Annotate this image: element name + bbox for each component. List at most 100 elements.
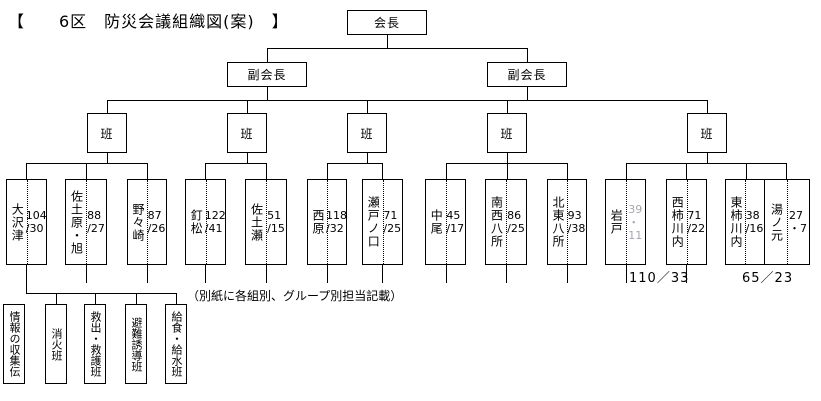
team-name-text: 北東八所: [550, 196, 565, 248]
dotted-divider: [445, 180, 447, 264]
dotted-divider: [686, 180, 688, 264]
connector-line: [26, 163, 27, 179]
connector-line: [267, 87, 268, 100]
team-name-text: 大沢津: [10, 202, 25, 242]
team-name-text: 佐土瀬: [249, 202, 264, 242]
connector-line: [26, 163, 148, 164]
group-box-3: 班: [347, 113, 387, 153]
connector-line: [506, 265, 507, 283]
connector-line: [136, 293, 137, 304]
duty-box-food-water: 給食・給水班: [165, 304, 187, 384]
connector-line: [327, 163, 328, 179]
group-box-2: 班: [227, 113, 267, 153]
team-name: 湯ノ元: [765, 180, 787, 264]
team-box-setonokuchi: 瀬戸ノ口 71 /25: [362, 179, 403, 265]
team-name: 西柿川内: [667, 180, 687, 264]
vice-chairman-box-left: 副会長: [227, 62, 307, 87]
group-box-5: 班: [687, 113, 727, 153]
group-box-4: 班: [487, 113, 527, 153]
connector-line: [86, 265, 87, 283]
team-numbers: 122 /41: [204, 209, 226, 235]
team-box-nishikakigawauchi: 西柿川内 71 /22: [666, 179, 707, 265]
team-numbers: 86 /25: [507, 209, 525, 235]
connector-line: [382, 163, 383, 179]
connector-line: [56, 293, 57, 304]
connector-line: [686, 265, 687, 283]
connector-line: [367, 153, 368, 163]
dotted-divider: [147, 180, 148, 264]
dotted-divider: [625, 180, 627, 264]
team-name: 佐土原・旭: [66, 180, 86, 264]
team-name-text: 西柿川内: [670, 196, 685, 248]
team-name: 釘松: [186, 180, 206, 264]
group-label: 班: [100, 126, 114, 141]
team-box-nansei-hassho: 南西八所 86 /25: [485, 179, 527, 265]
duty-box-info: 情報の収集伝: [3, 304, 25, 384]
team-box-higashikakigawauchi: 東柿川内 38 /16: [725, 179, 765, 265]
dotted-divider: [327, 180, 328, 264]
team-numbers: 45 /17: [446, 209, 465, 235]
connector-line: [107, 153, 108, 163]
team-box-sadose: 佐土瀬 51 /15: [245, 179, 287, 265]
dotted-divider: [745, 180, 746, 264]
team-box-nonosaki: 野々崎 87 /26: [127, 179, 167, 265]
duty-label: 消火班: [50, 327, 64, 361]
team-box-sadowara-asahi: 佐土原・旭 88 /27: [65, 179, 107, 265]
connector-line: [707, 153, 708, 163]
vice-chairman-box-right: 副会長: [487, 62, 567, 87]
dotted-divider: [86, 180, 87, 264]
team-name: 中尾: [426, 180, 446, 264]
team-name: 佐土瀬: [246, 180, 266, 264]
team-numbers: 51 /15: [267, 209, 285, 235]
connector-line: [266, 265, 267, 283]
team-numbers: 87 /26: [147, 209, 166, 235]
connector-line: [367, 100, 368, 113]
dotted-divider: [266, 180, 267, 264]
team-numbers: 104 /30: [25, 209, 47, 235]
chairman-box: 会長: [347, 10, 427, 35]
connector-line: [746, 163, 747, 179]
connector-line: [567, 163, 568, 179]
subtotal-right: 65／23: [742, 271, 794, 286]
team-name: 大沢津: [7, 180, 27, 264]
connector-line: [507, 153, 508, 163]
dotted-divider: [506, 180, 507, 264]
connector-line: [147, 265, 148, 283]
connector-line: [267, 48, 268, 62]
connector-line: [95, 293, 96, 304]
duty-label: 給食・給水班: [170, 311, 184, 377]
group-box-1: 班: [87, 113, 127, 153]
note-text: （別紙に各組別、グループ別担当記載）: [187, 289, 403, 303]
team-numbers: 39 ・ 11: [628, 202, 643, 242]
connector-line: [507, 100, 508, 113]
team-name-text: 釘松: [189, 209, 204, 235]
team-name-text: 野々崎: [130, 202, 145, 242]
connector-line: [686, 163, 687, 179]
connector-line: [446, 163, 447, 179]
team-name-text: 西原: [310, 209, 325, 235]
duty-label: 避難誘導班: [130, 316, 144, 372]
team-box-nishihara: 西原 118 /32: [307, 179, 347, 265]
connector-line: [86, 163, 87, 179]
team-box-osawazu: 大沢津 104 /30: [6, 179, 47, 265]
connector-line: [446, 265, 447, 283]
dotted-divider: [787, 180, 788, 264]
vice-chairman-label: 副会長: [247, 68, 287, 82]
team-name-text: 佐土原・旭: [69, 189, 84, 255]
connector-line: [527, 48, 528, 62]
team-numbers: 71 /25: [383, 209, 402, 235]
connector-line: [387, 35, 388, 48]
team-name-text: 瀬戸ノ口: [366, 196, 381, 248]
connector-line: [147, 163, 148, 179]
connector-line: [626, 163, 787, 164]
team-name: 瀬戸ノ口: [363, 180, 383, 264]
connector-line: [26, 293, 177, 294]
team-box-kugimatsu: 釘松 122 /41: [185, 179, 226, 265]
team-name-text: 南西八所: [489, 196, 504, 248]
duty-box-fire: 消火班: [45, 304, 67, 384]
connector-line: [247, 153, 248, 163]
team-name-text: 東柿川内: [728, 196, 743, 248]
team-name-text: 岩戸: [609, 209, 624, 235]
connector-line: [266, 163, 267, 179]
team-name: 南西八所: [486, 180, 506, 264]
